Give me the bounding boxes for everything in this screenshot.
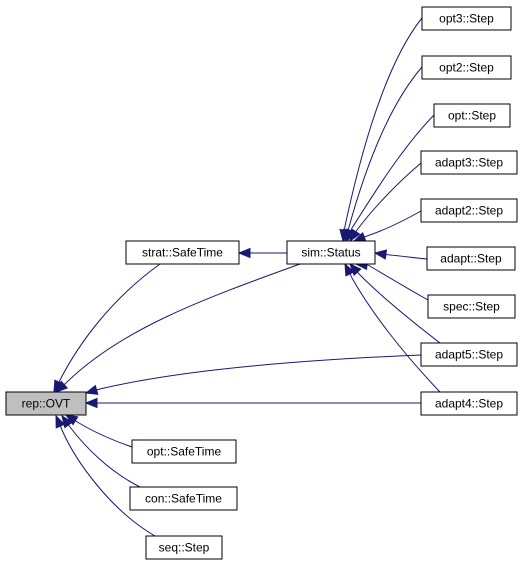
- edge-opt_safetime-to-rep_ovt: [64, 414, 133, 448]
- edge-line: [348, 66, 423, 228]
- node-opt-step[interactable]: opt::Step: [433, 103, 511, 128]
- edge-line-tail: [96, 388, 101, 391]
- arrowhead: [84, 397, 98, 409]
- node-box: [125, 240, 240, 265]
- node-sim-status[interactable]: sim::Status: [286, 240, 376, 265]
- node-label: opt3::Step: [439, 12, 494, 26]
- node-label: sim::Status: [301, 246, 360, 260]
- edge-line: [61, 429, 156, 537]
- edge-line: [69, 426, 141, 488]
- node-label: strat::SafeTime: [142, 246, 223, 260]
- node-label: con::SafeTime: [145, 492, 222, 506]
- node-box: [427, 294, 516, 319]
- node-box: [420, 391, 518, 416]
- edge-line: [59, 263, 161, 381]
- edge-line-tail: [385, 253, 391, 256]
- node-box: [433, 103, 511, 128]
- arrowhead: [349, 228, 361, 243]
- node-con-safetime[interactable]: con::SafeTime: [129, 486, 238, 511]
- node-rep-ovt[interactable]: rep::OVT: [5, 391, 87, 416]
- node-adapt2-step[interactable]: adapt2::Step: [420, 198, 518, 223]
- edge-line: [389, 254, 428, 260]
- node-label: adapt3::Step: [435, 156, 503, 170]
- node-label: opt2::Step: [439, 61, 494, 75]
- node-box: [286, 240, 376, 265]
- edge-line: [366, 210, 422, 237]
- node-adapt3-step[interactable]: adapt3::Step: [420, 150, 518, 175]
- edge-seq_step-to-rep_ovt: [55, 414, 156, 537]
- node-label: seq::Step: [159, 541, 210, 555]
- node-box: [421, 55, 512, 80]
- edge-adapt5_step-to-sim_status: [349, 263, 441, 344]
- edge-line-tail: [59, 425, 63, 431]
- node-spec-step[interactable]: spec::Step: [427, 294, 516, 319]
- node-label: opt::Step: [448, 109, 496, 123]
- edge-sim_status-to-rep_ovt: [55, 263, 301, 393]
- edge-line-tail: [349, 273, 353, 279]
- arrowhead: [237, 247, 251, 259]
- edge-adapt2_step-to-sim_status: [352, 210, 422, 242]
- node-box: [145, 535, 223, 560]
- arrowhead: [55, 380, 69, 393]
- node-opt-safetime[interactable]: opt::SafeTime: [131, 439, 237, 464]
- edge-line: [356, 162, 422, 231]
- edge-line: [78, 422, 133, 448]
- edge-con_safetime-to-rep_ovt: [61, 414, 141, 488]
- node-box: [420, 150, 518, 175]
- arrowhead: [373, 249, 388, 260]
- node-box: [131, 439, 237, 464]
- node-box: [129, 486, 238, 511]
- edge-adapt5_step-to-rep_ovt: [84, 354, 422, 395]
- edge-line: [367, 264, 429, 301]
- edge-line: [99, 354, 422, 390]
- node-label: rep::OVT: [22, 397, 71, 411]
- arrowhead: [84, 384, 99, 395]
- edge-line: [65, 263, 301, 384]
- node-label: adapt::Step: [440, 252, 502, 266]
- edge-adapt4_step-to-sim_status: [344, 262, 441, 393]
- node-adapt-step[interactable]: adapt::Step: [426, 246, 516, 271]
- arrowhead: [55, 414, 66, 429]
- arrowhead: [64, 414, 79, 426]
- edge-adapt_step-to-sim_status: [373, 249, 428, 260]
- node-label: adapt5::Step: [435, 348, 503, 362]
- node-adapt4-step[interactable]: adapt4::Step: [420, 391, 518, 416]
- node-label: spec::Step: [443, 300, 500, 314]
- edge-line: [351, 277, 441, 393]
- edge-spec_step-to-sim_status: [354, 259, 429, 301]
- edge-line-tail: [357, 271, 361, 276]
- edge-adapt3_step-to-sim_status: [349, 162, 422, 243]
- node-strat-safetime[interactable]: strat::SafeTime: [125, 240, 240, 265]
- node-opt3-step[interactable]: opt3::Step: [421, 6, 512, 31]
- edge-adapt4_step-to-rep_ovt: [84, 397, 421, 409]
- node-box: [426, 246, 516, 271]
- edge-layer: [53, 17, 441, 537]
- node-seq-step[interactable]: seq::Step: [145, 535, 223, 560]
- edge-line-tail: [75, 420, 80, 424]
- node-box: [420, 198, 518, 223]
- node-opt2-step[interactable]: opt2::Step: [421, 55, 512, 80]
- node-layer: rep::OVTopt::SafeTimecon::SafeTimeseq::S…: [5, 6, 518, 560]
- node-label: adapt4::Step: [435, 397, 503, 411]
- node-adapt5-step[interactable]: adapt5::Step: [420, 342, 518, 367]
- node-box: [421, 6, 512, 31]
- node-label: adapt2::Step: [435, 204, 503, 218]
- arrowhead: [344, 262, 355, 277]
- edge-sim_status-to-strat_safetime: [237, 247, 287, 259]
- edge-opt3_step-to-sim_status: [339, 17, 423, 243]
- node-box: [5, 391, 87, 416]
- edge-line: [359, 274, 441, 344]
- node-box: [420, 342, 518, 367]
- edge-line: [344, 17, 423, 227]
- edge-line: [351, 114, 435, 229]
- node-label: opt::SafeTime: [147, 445, 222, 459]
